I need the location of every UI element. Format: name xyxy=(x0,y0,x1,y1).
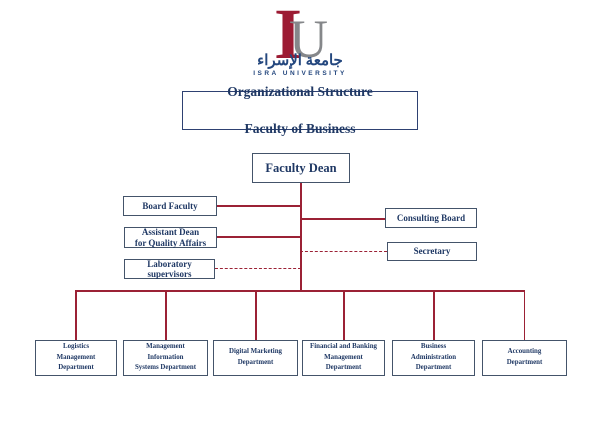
connector-board-faculty xyxy=(217,205,301,207)
node-management-information-systems-department: Management Information Systems Departmen… xyxy=(123,340,208,376)
connector-assistant-dean xyxy=(217,236,301,238)
connector-secretary-dashed xyxy=(300,251,387,252)
node-logistics-management-department: Logistics Management Department xyxy=(35,340,117,376)
node-laboratory-supervisors: Laboratory supervisors xyxy=(124,259,215,279)
logo-letter-u: U xyxy=(289,9,328,69)
logo-arabic-name: جامعة الإسراء xyxy=(257,53,343,69)
connector-department-rail xyxy=(75,290,525,292)
title-line-2: Faculty of Business xyxy=(244,120,356,136)
node-consulting-board: Consulting Board xyxy=(385,208,477,228)
connector-drop-business-admin xyxy=(433,290,435,340)
node-accounting-department: Accounting Department xyxy=(482,340,567,376)
connector-drop-digital-marketing xyxy=(255,290,257,340)
university-logo: I U جامعة الإسراء ISRA UNIVERSITY xyxy=(0,0,600,84)
connector-drop-mis xyxy=(165,290,167,340)
page-title: Organizational Structure Faculty of Busi… xyxy=(182,84,418,136)
logo-english-name: ISRA UNIVERSITY xyxy=(253,70,347,77)
logo-letter-i: I xyxy=(274,0,303,74)
node-assistant-dean-quality-affairs: Assistant Dean for Quality Affairs xyxy=(124,227,217,248)
connector-consulting-board xyxy=(300,218,385,220)
node-financial-banking-management-department: Financial and Banking Management Departm… xyxy=(302,340,385,376)
connector-drop-financial-banking xyxy=(343,290,345,340)
connector-drop-logistics xyxy=(75,290,77,340)
node-digital-marketing-department: Digital Marketing Department xyxy=(213,340,298,376)
node-secretary: Secretary xyxy=(387,242,477,261)
connector-laboratory-supervisors-dashed xyxy=(215,268,301,269)
node-board-faculty: Board Faculty xyxy=(123,196,217,216)
node-faculty-dean: Faculty Dean xyxy=(252,153,350,183)
connector-drop-accounting xyxy=(523,290,525,340)
node-business-administration-department: Business Administration Department xyxy=(392,340,475,376)
title-line-1: Organizational Structure xyxy=(227,84,373,100)
